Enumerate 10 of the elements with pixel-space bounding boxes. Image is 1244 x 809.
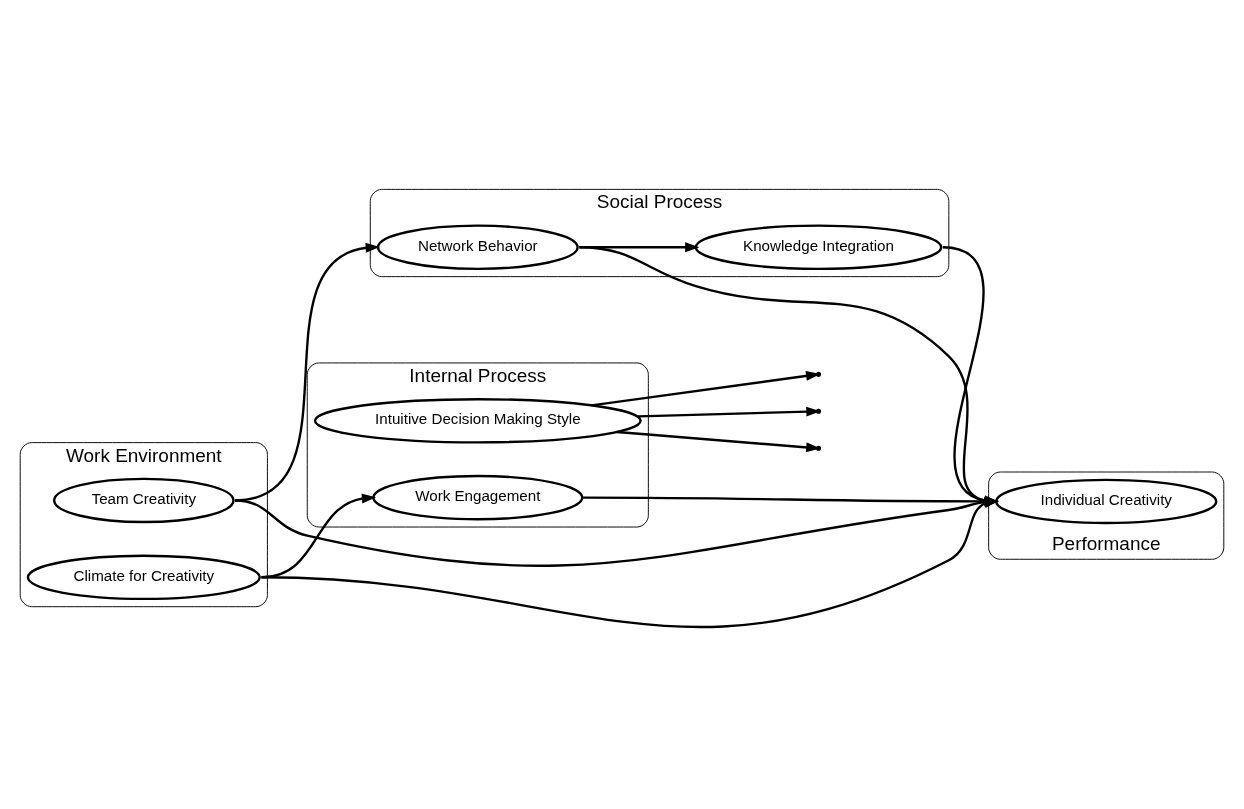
- node-ellipse: Network Behavior: [376, 224, 579, 270]
- node-ellipse: Climate for Creativity: [26, 554, 261, 601]
- arrow: [579, 246, 999, 506]
- arrow: [942, 246, 999, 506]
- node-ellipse: Work Engagement: [372, 474, 584, 521]
- node-ellipse: Team Creativity: [53, 477, 235, 524]
- node-ellipse: Knowledge Integration: [694, 224, 943, 270]
- arrow: [591, 370, 821, 407]
- node-ellipse: Intuitive Decision Making Style: [313, 398, 642, 444]
- node-ellipse: Individual Creativity: [995, 478, 1218, 525]
